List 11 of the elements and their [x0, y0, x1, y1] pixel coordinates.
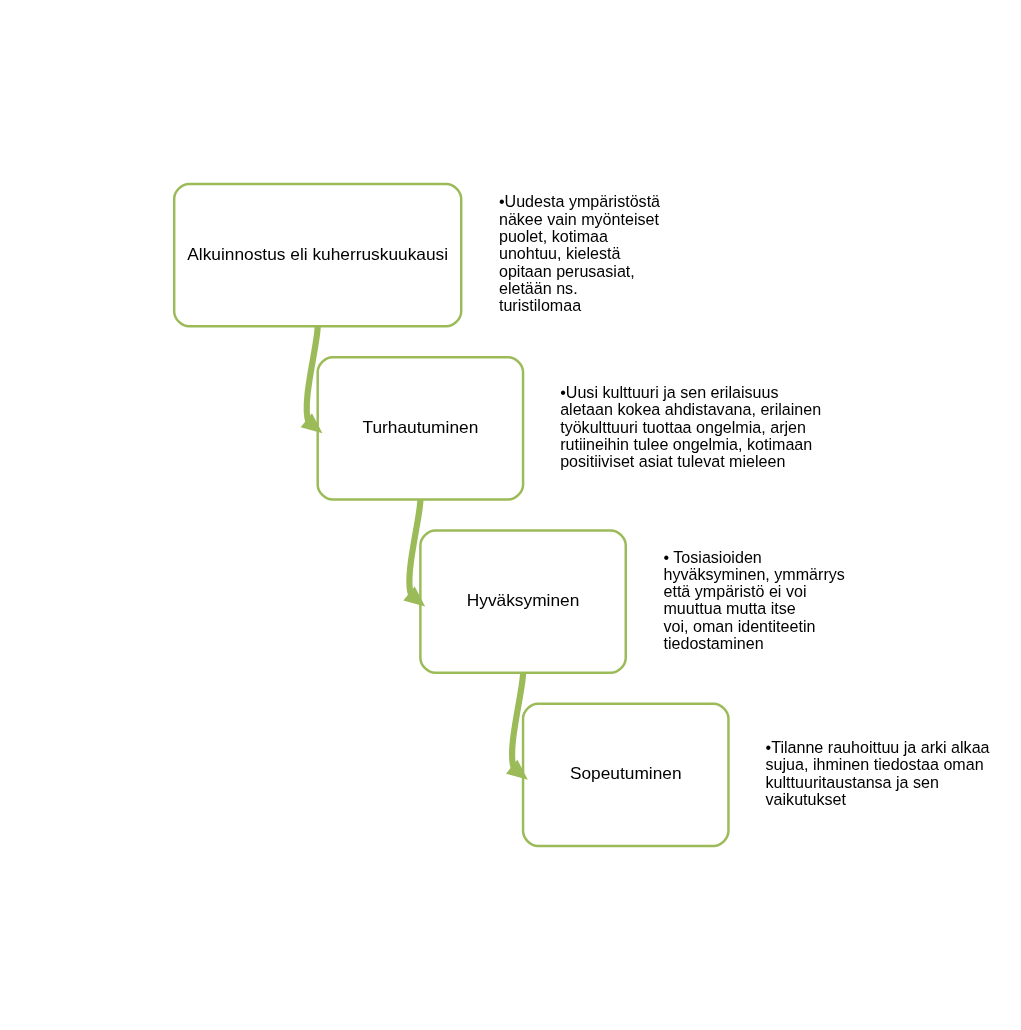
node-box: Alkuinnostus eli kuherruskuukausi	[172, 182, 462, 328]
arrow	[300, 326, 322, 434]
node-label: •Tilanne rauhoittuu ja arki alkaa sujua, ihminen tiedostaa oman kulttuuritaustansa ja sen vaikutukset	[765, 738, 990, 808]
arrow	[505, 672, 528, 780]
node-box: Hyväksyminen	[418, 529, 627, 674]
node-label: •Uudesta ympäristöstä näkee vain myönteiset puolet, kotimaa unohtuu, kielestä opitaan perusasiat, eletään ns. turistilomaa	[498, 192, 660, 315]
node-box: Turhautuminen	[315, 356, 524, 501]
node-box: Sopeutuminen	[521, 702, 730, 848]
node-label: • Tosiasioiden hyväksyminen, ymmärrys että ympäristö ei voi muuttua mutta itse voi, oman identiteetin tiedostaminen	[662, 547, 845, 653]
node-label: •Uusi kulttuuri ja sen erilaisuus aletaan kokea ahdistavana, erilainen työkulttuuri tuottaa ongelmia, arjen rutiineihin tulee ongelmia, kotimaan positiiviset asiat tulevat mieleen	[559, 382, 821, 471]
arrow	[402, 499, 425, 607]
